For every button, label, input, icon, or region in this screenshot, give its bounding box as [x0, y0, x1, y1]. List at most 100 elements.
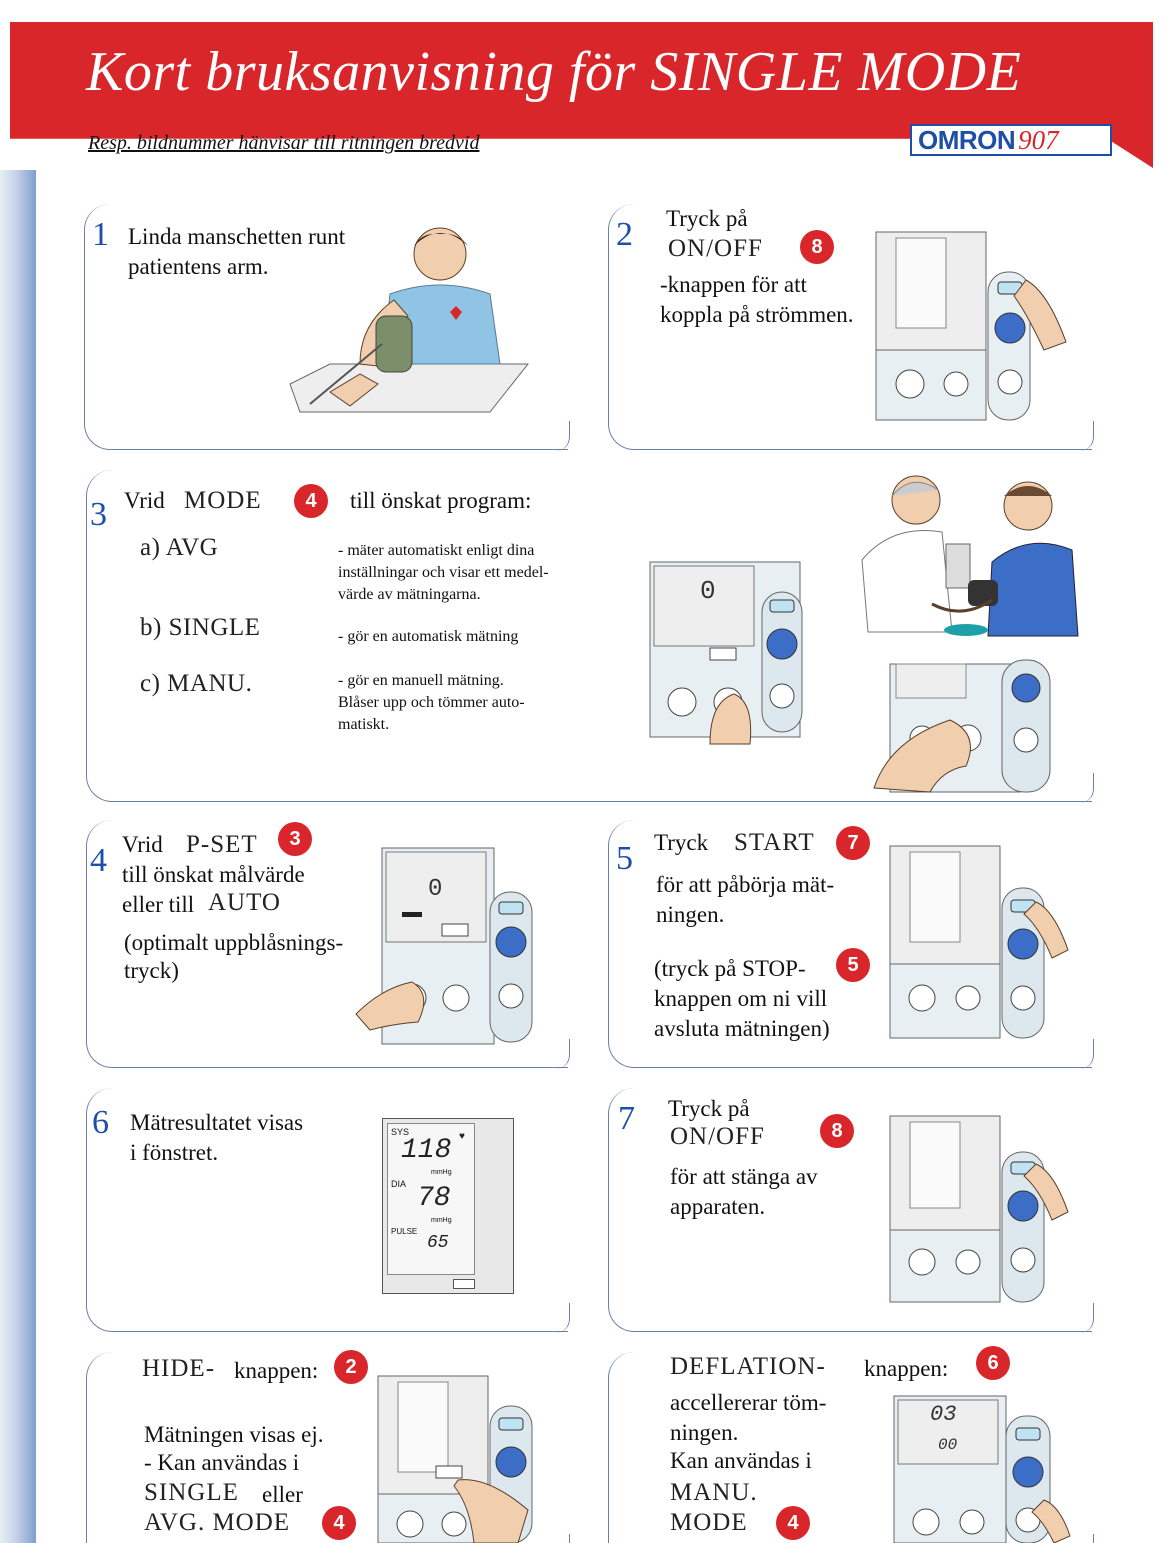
- deflation-badge: 6: [976, 1346, 1010, 1380]
- step-4-line4: tryck): [124, 958, 179, 983]
- step-2-line1: Tryck på: [666, 206, 748, 231]
- deflation-title2: knappen:: [864, 1356, 949, 1381]
- brand-model: 907: [1018, 124, 1059, 155]
- step-6-line1: Mätresultatet visas: [130, 1110, 304, 1135]
- option-single-label: b) SINGLE: [140, 614, 261, 641]
- step-7-onoff-label: ON/OFF: [670, 1123, 765, 1150]
- step-4-badge: 3: [278, 822, 312, 856]
- step-7-panel: [608, 1088, 1094, 1333]
- hide-line4: AVG. MODE: [144, 1509, 291, 1536]
- deflation-display-bottom: 00: [938, 1436, 958, 1454]
- step-5-line5: avsluta mätningen): [654, 1016, 830, 1041]
- step-5-badge2: 5: [836, 948, 870, 982]
- hide-title: HIDE-: [142, 1355, 216, 1382]
- option-avg-label: a) AVG: [140, 534, 219, 561]
- step-3-prefix: Vrid: [124, 488, 165, 513]
- step-5-line2: ningen.: [656, 902, 725, 927]
- hide-title2: knappen:: [234, 1358, 319, 1383]
- sys-value: 118: [401, 1135, 452, 1166]
- hide-badge2: 4: [322, 1506, 356, 1540]
- step-1-number: 1: [92, 216, 109, 253]
- hide-line3b: eller: [262, 1482, 303, 1507]
- option-avg-desc3: värde av mätningarna.: [338, 586, 481, 603]
- hide-single-label: SINGLE: [144, 1479, 239, 1506]
- display-button: [453, 1279, 475, 1289]
- option-avg-desc1: - mäter automatiskt enligt dina: [338, 542, 535, 559]
- deflation-panel: [608, 1352, 1094, 1543]
- step-4-panel: [86, 820, 570, 1069]
- step-5-line1: för att påbörja mät-: [656, 872, 835, 897]
- hide-badge: 2: [334, 1350, 368, 1384]
- step-3-mode-label: MODE: [184, 487, 262, 514]
- step-4-number: 4: [90, 842, 107, 879]
- device-start-illustration: [889, 845, 1069, 1039]
- device-pset-illustration: [355, 847, 533, 1045]
- step-6-panel: [86, 1088, 570, 1333]
- hide-panel: [86, 1352, 570, 1543]
- deflation-line2: ningen.: [670, 1420, 739, 1445]
- pulse-value: 65: [427, 1233, 449, 1253]
- step-1-line2: patientens arm.: [128, 254, 269, 279]
- device-onoff-illustration: [875, 231, 1067, 421]
- deflation-badge2: 4: [776, 1506, 810, 1540]
- step-2-line2: -knappen för att: [660, 272, 807, 297]
- device-onoff-off-illustration: [889, 1115, 1069, 1303]
- patient-arm-illustration: [289, 227, 530, 413]
- step-7-badge: 8: [820, 1114, 854, 1148]
- step-7-line3: apparaten.: [670, 1194, 766, 1219]
- step-7-line2: för att stänga av: [670, 1164, 818, 1189]
- step-5-start-label: START: [734, 829, 815, 856]
- step-2-number: 2: [616, 216, 633, 253]
- option-manu-label: c) MANU.: [140, 670, 253, 697]
- pulse-label: PULSE: [391, 1227, 418, 1236]
- step-6-number: 6: [92, 1104, 109, 1141]
- step-4-line1: till önskat målvärde: [122, 862, 305, 887]
- deflation-line3: Kan användas i: [670, 1448, 812, 1473]
- sys-unit: mmHg: [431, 1169, 452, 1176]
- option-avg-desc2: inställningar och visar ett medel-: [338, 564, 549, 581]
- brand-name: OMRON: [918, 124, 1016, 155]
- step-2-panel: [608, 204, 1094, 451]
- step-3-number: 3: [90, 496, 107, 533]
- step-4-auto-label: AUTO: [208, 889, 281, 916]
- dia-value: 78: [417, 1183, 451, 1214]
- dia-label: DIA: [391, 1179, 407, 1189]
- device-hide-illustration: [377, 1375, 533, 1543]
- step-5-panel: [608, 820, 1094, 1069]
- device-mode-closeup: [873, 659, 1051, 793]
- mode-display-value: 0: [700, 576, 716, 606]
- step-3-suffix: till önskat program:: [350, 488, 532, 513]
- option-manu-desc3: matiskt.: [338, 716, 390, 733]
- step-6-line2: i fönstret.: [130, 1140, 219, 1165]
- hide-line2: - Kan användas i: [144, 1450, 300, 1475]
- device-deflation-illustration: [893, 1395, 1071, 1543]
- step-5-number: 5: [616, 840, 633, 877]
- step-5-line4: knappen om ni vill: [654, 986, 828, 1011]
- step-2-line3: koppla på strömmen.: [660, 302, 854, 327]
- step-3-badge: 4: [294, 484, 328, 518]
- step-5-badge: 7: [836, 826, 870, 860]
- step-1-line1: Linda manschetten runt: [128, 224, 346, 249]
- hide-line1: Mätningen visas ej.: [144, 1422, 324, 1447]
- doctor-patient-illustration: [861, 475, 1079, 637]
- brand-logo: OMRON 907: [910, 124, 1112, 156]
- option-manu-desc2: Blåser upp och tömmer auto-: [338, 694, 525, 711]
- heart-icon: ♥: [459, 1131, 465, 1142]
- page-subtitle: Resp. bildnummer hänvisar till ritningen…: [88, 132, 480, 154]
- deflation-line1: accellererar töm-: [670, 1390, 827, 1415]
- step-3-panel: [86, 470, 1094, 803]
- option-manu-desc1: - gör en manuell mätning.: [338, 672, 504, 689]
- deflation-line4: MANU.: [670, 1479, 758, 1506]
- step-2-onoff-label: ON/OFF: [668, 235, 763, 262]
- step-5-line3: (tryck på STOP-: [654, 956, 806, 981]
- step-4-prefix: Vrid: [122, 832, 163, 857]
- pset-display-value: 0: [428, 876, 443, 903]
- result-display: SYS 118 DIA 78 PULSE 65 mmHg mmHg ♥: [382, 1118, 514, 1294]
- step-4-line3: (optimalt uppblåsnings-: [124, 930, 344, 955]
- step-1-panel: [84, 204, 570, 451]
- deflation-line5: MODE: [670, 1509, 748, 1536]
- sys-label: SYS: [391, 1127, 410, 1137]
- deflation-title: DEFLATION-: [670, 1353, 826, 1380]
- dia-unit: mmHg: [431, 1217, 452, 1224]
